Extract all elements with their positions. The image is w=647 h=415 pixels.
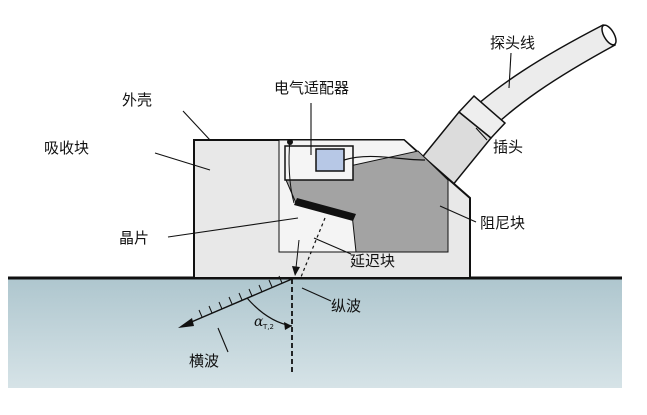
leader-lines (154, 52, 512, 353)
angle-symbol: α (254, 314, 264, 330)
crystal-label: 晶片 (119, 229, 149, 247)
longitudinal-wave-line (300, 217, 326, 278)
adapter-wire (343, 155, 426, 161)
entry-arrow-line (295, 239, 300, 269)
transverse-wave-label: 横波 (189, 352, 219, 370)
entry-arrowhead (292, 266, 300, 276)
angle-arrowhead (284, 322, 292, 330)
transverse-wave-arrowhead (178, 318, 194, 328)
electrical-adapter-label: 电气适配器 (274, 79, 349, 97)
wire-terminal (287, 139, 293, 145)
longitudinal-wave-label: 纵波 (331, 297, 361, 315)
crystal (294, 198, 356, 221)
delay-block-label: 延迟块 (350, 252, 395, 270)
probe-cable-label: 探头线 (490, 34, 535, 52)
housing-label: 外壳 (122, 91, 152, 109)
transverse-wave-ticks (198, 275, 283, 318)
angle-subscript: T,2 (262, 323, 274, 331)
cable-end (601, 24, 617, 46)
plug-label: 插头 (493, 138, 523, 156)
absorber-block-label: 吸收块 (44, 139, 89, 157)
electrical-adapter (315, 148, 345, 172)
damping-block-label: 阻尼块 (480, 214, 525, 232)
crystal-wire (288, 139, 295, 204)
plug-collar (457, 94, 507, 140)
transverse-wave-line (181, 278, 293, 327)
test-material (8, 278, 622, 388)
